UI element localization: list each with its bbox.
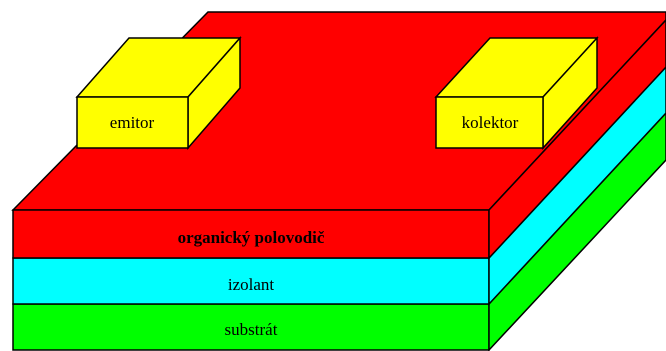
substrate-front-face — [12, 303, 490, 351]
collector-label: kolektor — [462, 113, 519, 132]
insulator-label: izolant — [228, 275, 275, 294]
semiconductor-side-face — [488, 18, 666, 260]
insulator-front-face — [12, 257, 490, 305]
substrate-layer — [12, 111, 666, 351]
collector-electrode — [434, 36, 599, 150]
emitter-electrode — [75, 36, 242, 151]
collector-front-face — [435, 96, 544, 149]
emitter-label: emitor — [110, 113, 155, 132]
insulator-layer — [12, 65, 666, 306]
semiconductor-label: organický polovodič — [178, 228, 325, 247]
substrate-label: substrát — [225, 320, 278, 339]
emitter-front-face — [76, 96, 189, 149]
semiconductor-front-face — [12, 209, 490, 259]
